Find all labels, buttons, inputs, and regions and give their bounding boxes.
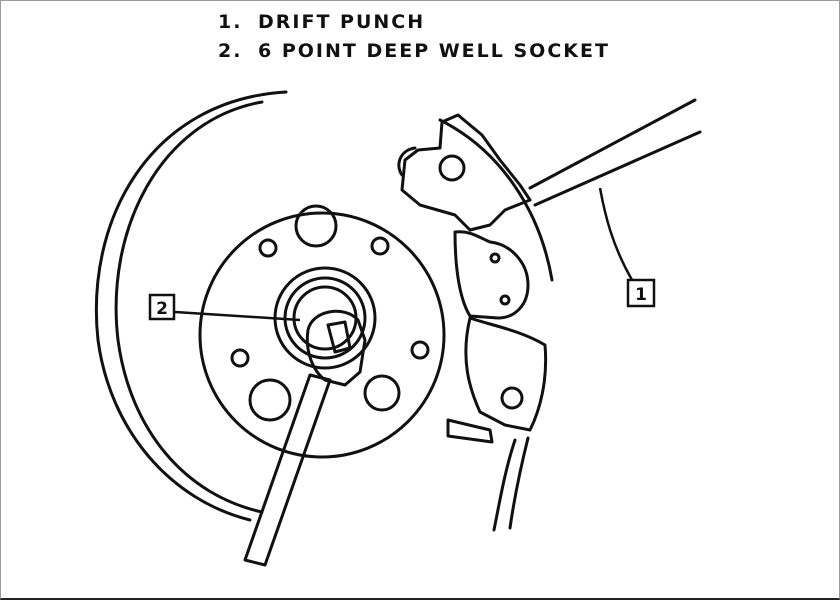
caliper-bracket-ear	[397, 146, 417, 177]
caliper-bolt-hole-lower	[500, 386, 524, 410]
socket-ring	[292, 285, 358, 351]
wrench-head-inner	[326, 320, 352, 354]
lug-hole	[294, 204, 338, 248]
hub-face	[198, 211, 446, 459]
legend-item-drift-punch: 1. DRIFT PUNCH	[218, 8, 610, 37]
wrench-handle	[243, 373, 332, 567]
legend-label: 6 POINT DEEP WELL SOCKET	[258, 40, 610, 62]
lug-hole	[248, 378, 292, 422]
rotor-right-edge	[438, 118, 554, 282]
wrench-head	[305, 309, 367, 387]
wheel-stud	[258, 238, 278, 258]
caliper-tail-inner	[508, 436, 530, 530]
legend-number: 1.	[218, 11, 243, 33]
rotor-inner-edge	[114, 100, 264, 514]
legend-number: 2.	[218, 40, 243, 62]
callout-label-drift-punch: 1	[635, 285, 647, 305]
caliper-pin-lower	[499, 294, 511, 306]
callout-1: 1	[598, 187, 656, 308]
callout-label-socket: 2	[156, 299, 168, 319]
wheel-stud	[230, 348, 250, 368]
wheel-stud	[370, 236, 390, 256]
callout-2: 2	[148, 293, 301, 322]
wheel-stud	[410, 340, 430, 360]
legend-label: DRIFT PUNCH	[258, 11, 426, 33]
rotor-outer-edge	[94, 90, 288, 522]
caliper-body	[453, 230, 530, 320]
caliper-tail	[492, 438, 517, 532]
caliper-bracket	[400, 113, 532, 232]
caliper-tab	[446, 418, 494, 444]
caliper-lower	[464, 316, 548, 432]
drift-punch-lower-edge	[533, 130, 702, 207]
hub-nut-inner	[283, 276, 367, 360]
legend-item-socket: 2. 6 POINT DEEP WELL SOCKET	[218, 37, 610, 66]
parts-legend: 1. DRIFT PUNCH 2. 6 POINT DEEP WELL SOCKET	[218, 8, 610, 66]
caliper-pin	[489, 252, 501, 264]
lug-hole	[363, 374, 401, 412]
hub-nut-outer	[273, 266, 377, 370]
caliper-bolt-hole-upper	[438, 154, 466, 182]
drift-punch-upper-edge	[528, 98, 697, 190]
